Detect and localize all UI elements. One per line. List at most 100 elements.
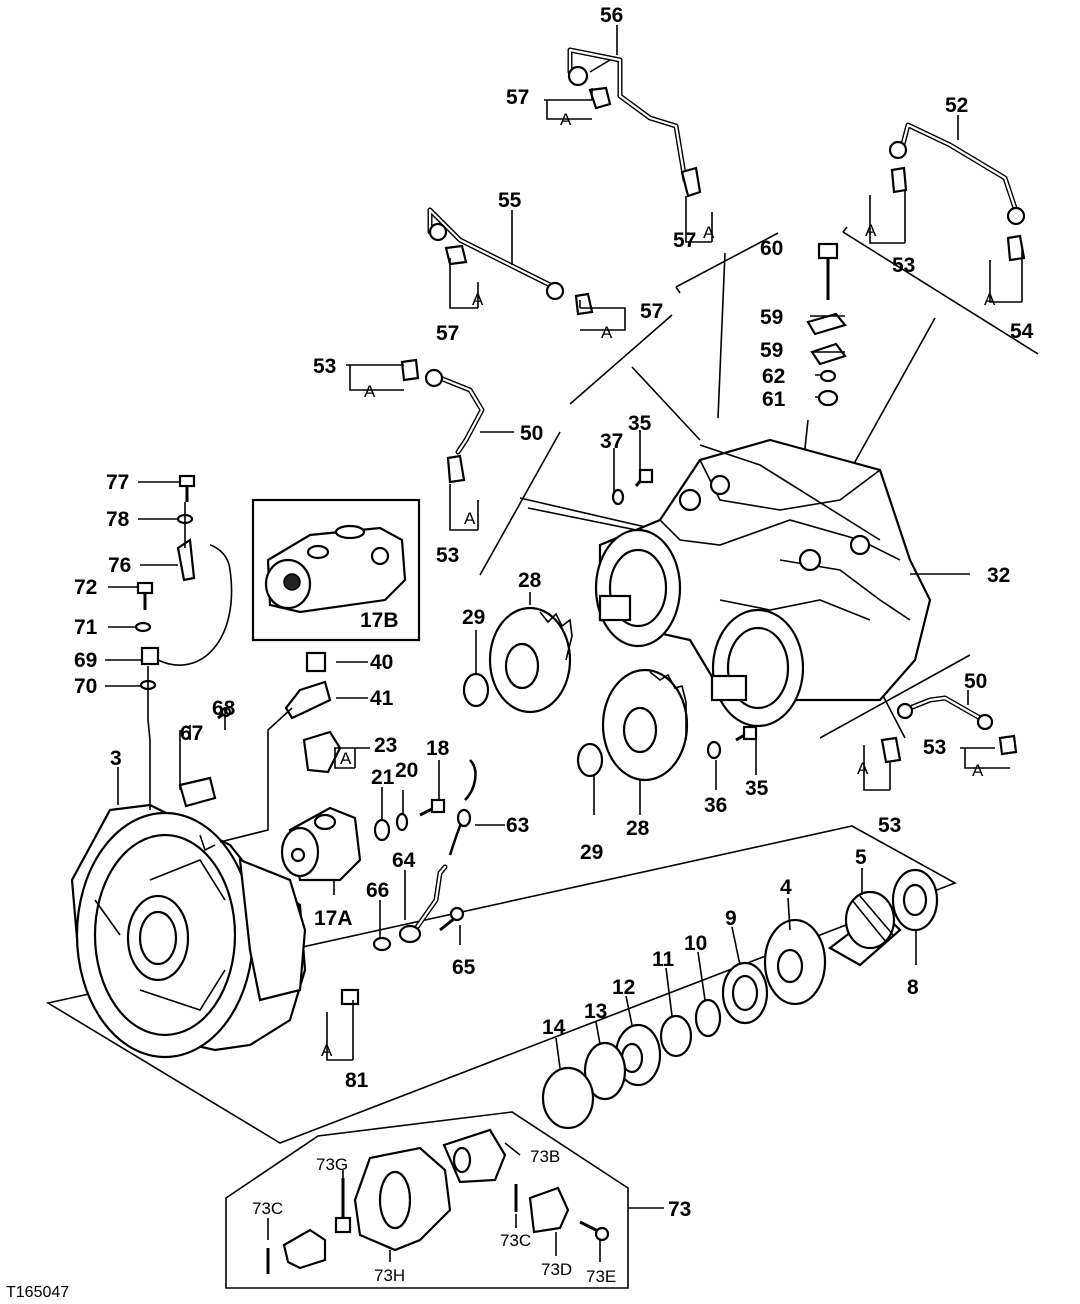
callout-56: 56 bbox=[600, 4, 623, 27]
callout-73: 73 bbox=[668, 1198, 691, 1221]
hydraulic-pump-32 bbox=[594, 438, 932, 728]
bolt-77 bbox=[178, 474, 196, 502]
callout-29-b: 29 bbox=[580, 841, 603, 864]
snap-ring-29-upper bbox=[462, 672, 490, 708]
callout-73g: 73G bbox=[316, 1155, 348, 1174]
shaft-5 bbox=[828, 890, 902, 967]
callout-73b: 73B bbox=[530, 1147, 560, 1166]
callout-4: 4 bbox=[780, 876, 792, 899]
callout-53-b: 53 bbox=[313, 355, 336, 378]
callout-28-a: 28 bbox=[518, 569, 542, 592]
callout-65: 65 bbox=[452, 956, 476, 979]
leader-lines bbox=[105, 25, 1023, 1262]
clamp-59-upper bbox=[806, 312, 847, 336]
callout-20: 20 bbox=[395, 759, 418, 782]
callout-57-b: 57 bbox=[673, 229, 696, 252]
washer-37 bbox=[611, 488, 625, 506]
callout-17a: 17A bbox=[314, 907, 353, 930]
pipe-50-lower bbox=[880, 695, 1018, 764]
seal-12 bbox=[614, 1023, 662, 1087]
bolt-35-lower bbox=[735, 725, 758, 742]
gear-4 bbox=[763, 918, 827, 1006]
callout-73c-left: 73C bbox=[252, 1199, 283, 1218]
callout-72: 72 bbox=[74, 576, 97, 599]
callout-64: 64 bbox=[392, 849, 416, 872]
callout-12: 12 bbox=[612, 976, 635, 999]
detail-letter-a-4: A bbox=[984, 290, 996, 309]
gear-28-lower bbox=[601, 668, 689, 782]
bolt-73g bbox=[334, 1178, 352, 1234]
plate-67 bbox=[178, 776, 217, 808]
insert-73 bbox=[282, 1228, 327, 1270]
callout-60: 60 bbox=[760, 237, 783, 260]
callout-11: 11 bbox=[652, 948, 675, 971]
callout-57-d: 57 bbox=[436, 322, 459, 345]
pipe-52 bbox=[888, 122, 1026, 262]
callout-53-e: 53 bbox=[878, 814, 901, 837]
callout-28-b: 28 bbox=[626, 817, 650, 840]
detail-letter-a-6: A bbox=[601, 323, 613, 342]
callout-23: 23 bbox=[374, 734, 397, 757]
detail-letter-a-12: A bbox=[321, 1041, 333, 1060]
gear-28-upper bbox=[488, 606, 573, 714]
callout-3: 3 bbox=[110, 747, 122, 770]
callout-21: 21 bbox=[371, 766, 395, 789]
coupling-73h bbox=[353, 1146, 452, 1252]
ring-11 bbox=[659, 1014, 693, 1058]
callout-62: 62 bbox=[762, 365, 785, 388]
detail-letter-a-1: A bbox=[560, 110, 572, 129]
callout-57-a: 57 bbox=[506, 86, 529, 109]
elbow-41 bbox=[284, 680, 332, 720]
pipe-56 bbox=[567, 47, 702, 198]
callout-50-b: 50 bbox=[964, 670, 987, 693]
auxiliary-pump-17a bbox=[280, 806, 362, 882]
callout-73e: 73E bbox=[586, 1267, 616, 1286]
washer-21 bbox=[373, 818, 391, 842]
detail-letter-a-7: A bbox=[364, 382, 376, 401]
snap-ring-10 bbox=[694, 998, 722, 1038]
bearing-9 bbox=[721, 961, 769, 1025]
callout-14: 14 bbox=[542, 1016, 566, 1039]
kit-73-frame bbox=[225, 1111, 629, 1289]
assembly-platform-outline bbox=[45, 825, 957, 1144]
callout-53-c: 53 bbox=[436, 544, 459, 567]
bolt-72 bbox=[136, 581, 154, 610]
panel-outline-lower-right bbox=[819, 654, 971, 739]
callout-9: 9 bbox=[725, 907, 737, 930]
callout-52: 52 bbox=[945, 94, 968, 117]
callout-71: 71 bbox=[74, 616, 98, 639]
callout-68: 68 bbox=[212, 697, 236, 720]
inset-17b bbox=[251, 498, 421, 642]
detail-letter-a-10: A bbox=[972, 761, 984, 780]
callout-8: 8 bbox=[907, 976, 919, 999]
callout-66: 66 bbox=[366, 879, 389, 902]
figure-id: T165047 bbox=[6, 1284, 69, 1301]
panel-outline-52 bbox=[842, 226, 1039, 355]
callout-76: 76 bbox=[108, 554, 131, 577]
bearing-8 bbox=[891, 868, 939, 932]
callout-40: 40 bbox=[370, 651, 393, 674]
detail-letter-a-3: A bbox=[865, 221, 877, 240]
washer-62 bbox=[819, 369, 837, 383]
callout-53-d: 53 bbox=[923, 736, 946, 759]
dipstick-63 bbox=[448, 759, 477, 856]
clamp-59-lower bbox=[810, 342, 847, 366]
bolt-18 bbox=[419, 798, 446, 817]
panel-outline-53-left bbox=[479, 431, 561, 576]
callout-10: 10 bbox=[684, 932, 707, 955]
callout-77: 77 bbox=[106, 471, 129, 494]
callout-81: 81 bbox=[345, 1069, 369, 1092]
washer-71 bbox=[134, 621, 152, 633]
callout-73h: 73H bbox=[374, 1266, 405, 1285]
plug-81 bbox=[340, 988, 360, 1006]
detail-letter-a-8: A bbox=[464, 509, 476, 528]
callout-17b: 17B bbox=[360, 609, 399, 632]
nut-61 bbox=[817, 389, 839, 407]
callout-78: 78 bbox=[106, 508, 130, 531]
washer-20 bbox=[395, 812, 409, 832]
callout-50-a: 50 bbox=[520, 422, 543, 445]
callout-29-a: 29 bbox=[462, 606, 485, 629]
gasket-66 bbox=[372, 936, 392, 952]
pipe-50-upper bbox=[400, 358, 485, 484]
